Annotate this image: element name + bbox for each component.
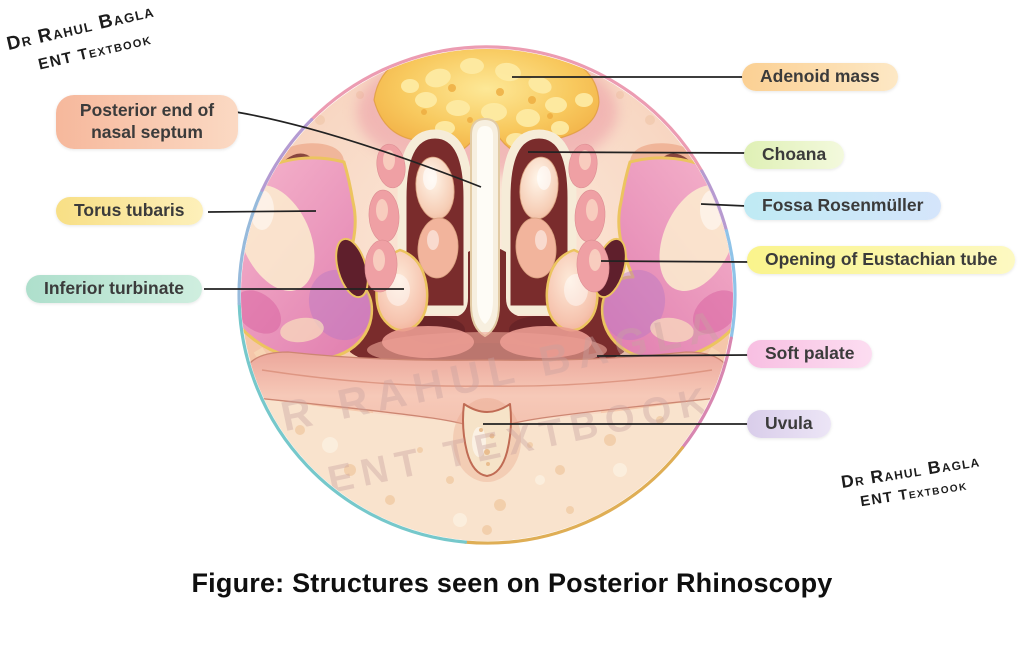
nasal-septum-shape <box>470 117 500 338</box>
label-torus-tubaris: Torus tubaris <box>56 197 203 225</box>
lower-freckles <box>295 416 664 535</box>
leader-posterior-end-nasal-septum <box>235 111 482 188</box>
scope-ring <box>237 45 737 545</box>
label-choana: Choana <box>744 141 845 169</box>
label-soft-palate: Soft palate <box>747 340 873 368</box>
figure-caption: Figure: Structures seen on Posterior Rhi… <box>191 568 833 598</box>
leader-choana <box>527 151 746 154</box>
leader-fossa-rosenmuller <box>700 203 747 207</box>
leader-torus-tubaris <box>207 210 317 213</box>
palate-mound-right <box>500 326 592 358</box>
leader-soft-palate <box>596 354 750 357</box>
lower-light-spots <box>322 437 627 527</box>
leader-eustachian-tube <box>600 260 750 263</box>
label-posterior-end-of-nasal-septum: Posterior end of nasal septum <box>56 95 238 149</box>
label-opening-of-eustachian-tube: Opening of Eustachian tube <box>747 246 1016 274</box>
leader-lines <box>204 76 750 425</box>
bulb-highlights <box>423 166 551 250</box>
label-adenoid-mass: Adenoid mass <box>742 63 898 91</box>
label-inferior-turbinate: Inferior turbinate <box>26 275 203 303</box>
palate-mound-left <box>382 326 474 358</box>
label-uvula: Uvula <box>747 410 831 438</box>
uvula-shape <box>453 398 521 482</box>
label-fossa-rosenmuller: Fossa Rosenmüller <box>744 192 942 220</box>
